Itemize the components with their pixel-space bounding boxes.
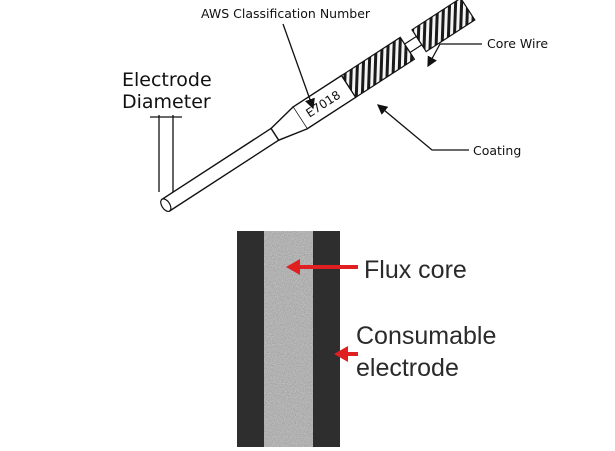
- flux-core-speckle: [264, 231, 313, 447]
- electrode-diameter-label-line2: Diameter: [122, 91, 211, 113]
- electrode-tip: [160, 198, 172, 213]
- sheath-right: [313, 231, 340, 447]
- electrode-rod-diagram: E7018 AWS Classification Number Core Wir…: [122, 0, 548, 213]
- coating-hatch-back: [411, 0, 476, 53]
- consumable-electrode-arrow: [334, 346, 358, 362]
- aws-classification-label: AWS Classification Number: [201, 6, 371, 21]
- electrode-diameter-label-line1: Electrode: [122, 69, 212, 91]
- flux-core-cross-section: Flux core Consumable electrode: [237, 231, 496, 447]
- flux-core-label: Flux core: [364, 256, 467, 284]
- coating-hatch-front: [340, 36, 416, 99]
- sheath-left: [237, 231, 264, 447]
- aws-leader-line: [282, 23, 315, 110]
- diameter-dimension: [150, 115, 182, 192]
- consumable-label-line2: electrode: [356, 354, 459, 382]
- coating-leader-line: [377, 104, 469, 151]
- electrode-bare-rod: [160, 127, 280, 213]
- consumable-label-line1: Consumable: [356, 322, 496, 350]
- flux-core-arrow: [286, 259, 358, 275]
- coating-label: Coating: [473, 143, 521, 158]
- core-wire-label: Core Wire: [487, 36, 548, 51]
- core-wire-leader-line: [427, 43, 482, 68]
